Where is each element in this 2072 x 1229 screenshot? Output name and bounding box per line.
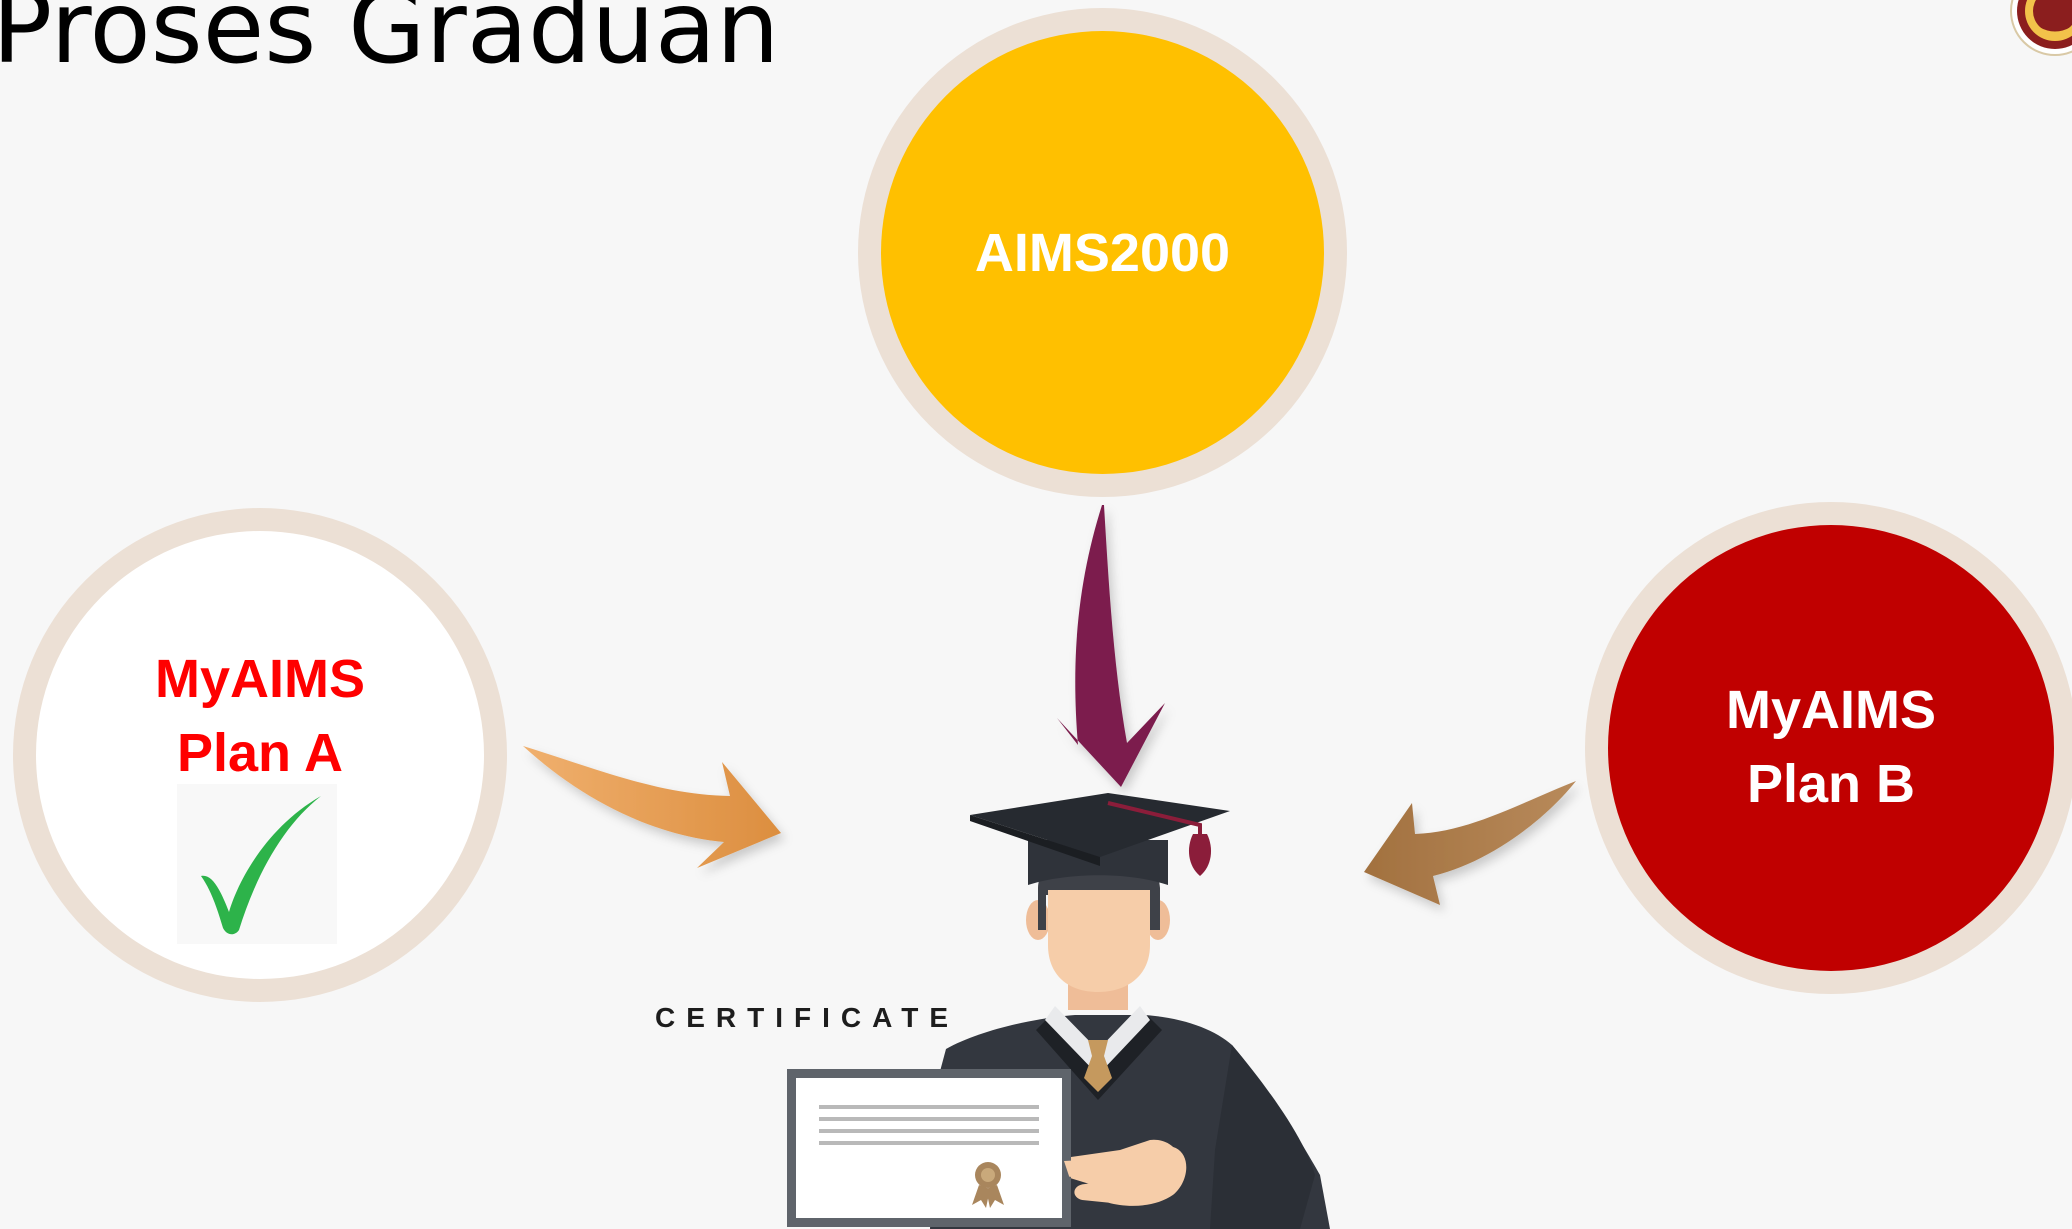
certificate-icon xyxy=(787,1069,1071,1227)
hand-icon xyxy=(1064,1144,1187,1206)
plan-a-label-line2: Plan A xyxy=(176,723,344,783)
plan-b-node[interactable]: MyAIMS Plan B xyxy=(1608,525,2054,971)
certificate-caption: CERTIFICATE xyxy=(655,1002,960,1033)
plan-a-label-line1: MyAIMS xyxy=(154,649,365,709)
plan-b-label-line1: MyAIMS xyxy=(1725,680,1936,740)
checkmark-icon xyxy=(177,784,337,944)
plan-b-label: MyAIMS Plan B xyxy=(1608,673,2054,821)
plan-b-label-line2: Plan B xyxy=(1746,754,1916,814)
university-seal-icon xyxy=(2010,0,2072,56)
slide-title: Proses Graduan xyxy=(0,0,780,86)
arrow-plan-a-to-graduate xyxy=(523,746,781,868)
arrow-aims2000-to-graduate xyxy=(1057,505,1165,787)
plan-a-label: MyAIMS Plan A xyxy=(36,642,484,790)
aims2000-label: AIMS2000 xyxy=(974,223,1231,283)
aims2000-node[interactable]: AIMS2000 xyxy=(881,31,1324,474)
arrow-plan-b-to-graduate xyxy=(1364,781,1576,905)
plan-a-node[interactable]: MyAIMS Plan A xyxy=(36,531,484,979)
